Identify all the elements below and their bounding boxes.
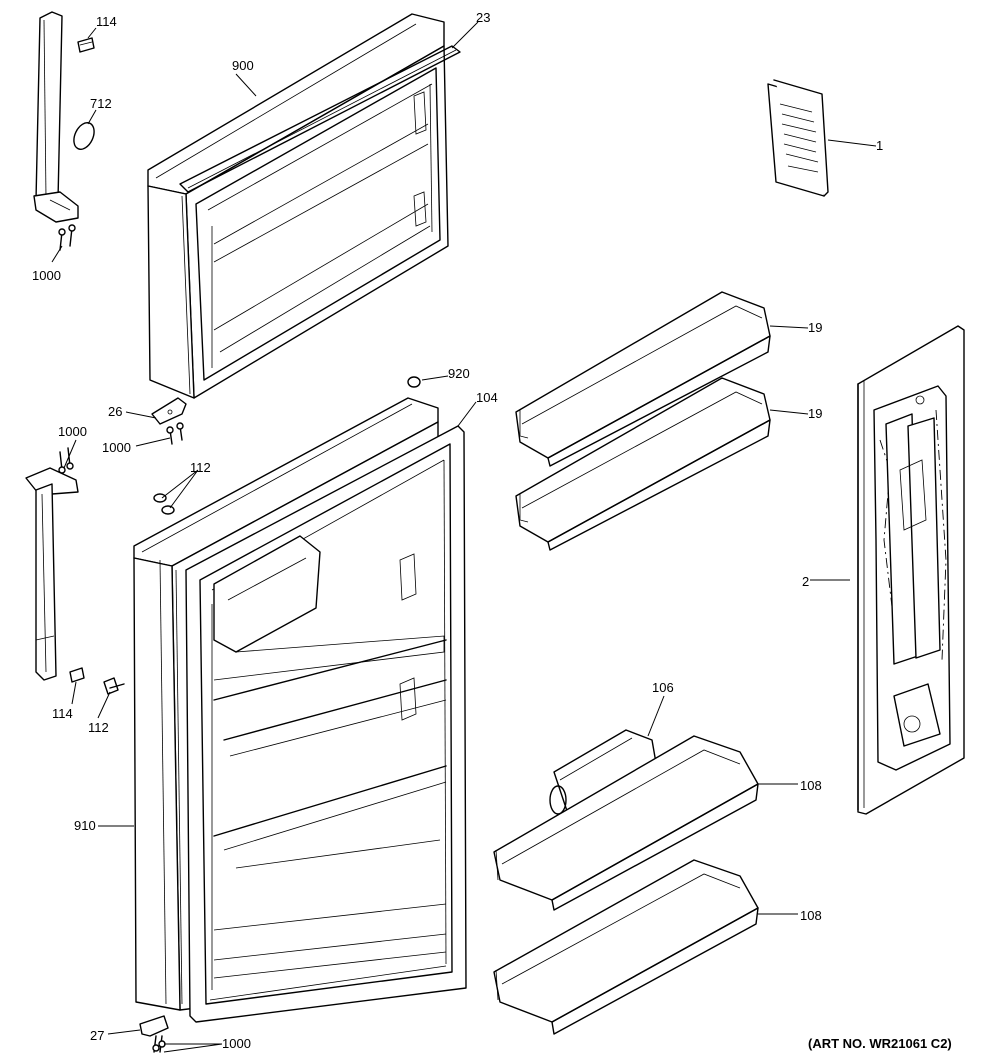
freezer-door-900 [147,13,449,399]
callout-106: 106 [652,680,674,695]
callout-1000-d: 1000 [222,1036,251,1051]
callout-2: 2 [802,574,809,589]
art-number: (ART NO. WR21061 C2) [808,1036,952,1051]
door-bin-108-lower [493,859,759,1035]
callout-712: 712 [90,96,112,111]
callout-112-a: 112 [190,460,211,475]
callout-19-b: 19 [808,406,822,421]
callout-19-a: 19 [808,320,822,335]
door-bin-19-lower [515,377,771,551]
door-liner-2 [857,325,965,815]
leader-lines [51,21,877,1053]
callout-23: 23 [476,10,490,25]
plug-712 [73,122,95,150]
callout-108-b: 108 [800,908,822,923]
callout-900: 900 [232,58,254,73]
door-inner-shelves [213,535,447,979]
screw-114-top [77,37,95,53]
callout-1000-c: 1000 [102,440,131,455]
gasket-23 [179,45,461,193]
owners-manual-1 [767,79,829,197]
callout-114-top: 114 [96,14,117,29]
screws-1000-bot [152,1035,166,1053]
cap-920 [407,376,421,388]
stud-112-bot [103,677,125,695]
callout-104: 104 [476,390,498,405]
callout-27: 27 [90,1028,104,1043]
callout-1000-a: 1000 [32,268,61,283]
callout-114-bot: 114 [52,706,73,721]
callout-labels: 114 712 1000 900 23 1 19 19 920 104 26 1… [32,10,952,1051]
screw-114-bot [69,667,85,683]
callout-910: 910 [74,818,96,833]
studs-112-top [153,493,175,515]
callout-26: 26 [108,404,122,419]
door-bin-19-upper [515,291,771,467]
callout-1: 1 [876,138,883,153]
callout-1000-b: 1000 [58,424,87,439]
callout-112-b: 112 [88,720,109,735]
hinge-26 [151,397,187,425]
freezer-handle [33,11,79,223]
hinge-27 [139,1015,169,1037]
callout-108-a: 108 [800,778,822,793]
fresh-food-handle [25,467,79,681]
screws-1000-top [58,224,76,251]
screws-1000-mid [166,422,184,445]
callout-920: 920 [448,366,470,381]
